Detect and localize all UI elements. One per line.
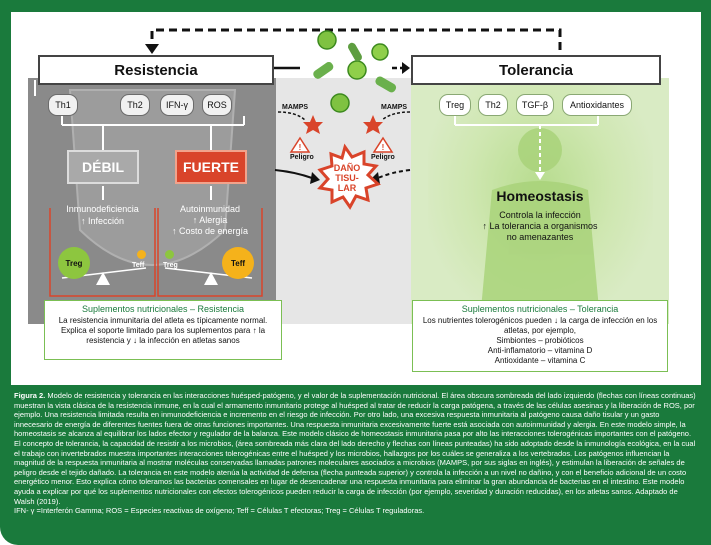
scale-fulcrum-left	[96, 272, 110, 285]
suplementos-tolerancia-line4: Anti-inflamatorio – vitamina D	[487, 346, 593, 355]
mamps-label-left: MAMPS	[282, 104, 309, 111]
warning-icon-right	[372, 136, 394, 153]
caption-label: Figura 2.	[14, 391, 46, 400]
treg-circle-large: Treg	[58, 247, 90, 279]
homeostasis-line1: Controla la infección	[499, 210, 581, 220]
pathogen-icon	[330, 93, 350, 113]
scale-fulcrum-right	[204, 272, 218, 285]
chip-treg: Treg	[439, 94, 471, 116]
tolerancia-title: Tolerancia	[499, 61, 573, 79]
mamps-label-right: MAMPS	[381, 104, 408, 111]
peligro-label-right: Peligro	[371, 154, 395, 161]
chip-antioxidantes: Antioxidantes	[562, 94, 632, 116]
debil-badge: DÉBIL	[67, 150, 139, 184]
suplementos-tolerancia-title: Suplementos nutricionales – Tolerancia	[461, 304, 619, 314]
suplementos-resistencia-title: Suplementos nutricionales – Resistencia	[81, 304, 245, 314]
chip-tgf-beta: TGF-β	[516, 94, 554, 116]
teff-circle-large: Teff	[222, 247, 254, 279]
caption-abbreviations: IFN- γ =Interferón Gamma; ROS = Especies…	[14, 506, 425, 516]
suplementos-resistencia-body: La resistencia inmunitaria del atleta es…	[58, 316, 268, 345]
chip-th1: Th1	[48, 94, 78, 116]
center-shaded-area	[276, 78, 411, 324]
chip-ros: ROS	[202, 94, 232, 116]
treg-dot-small	[165, 250, 174, 259]
chip-th2-right: Th2	[478, 94, 508, 116]
tolerancia-header: Tolerancia	[411, 55, 661, 85]
suplementos-tolerancia-box: Suplementos nutricionales – Tolerancia L…	[412, 300, 668, 372]
warning-icon-left	[289, 136, 311, 153]
dashed-arrow-head	[145, 44, 159, 54]
chip-th2: Th2	[120, 94, 150, 116]
svg-text:!: !	[382, 143, 385, 152]
homeostasis-line3: no amenazantes	[506, 232, 574, 242]
fuerte-badge: FUERTE	[175, 150, 247, 184]
tissue-damage-burst	[317, 143, 381, 210]
bacteria-icon	[375, 76, 397, 93]
tissue-damage-label: DAÑO TISU- LAR	[333, 163, 361, 193]
debil-line2: ↑ Infección	[80, 216, 125, 226]
teff-label-left: Teff	[132, 262, 145, 269]
mamps-star-right	[363, 115, 383, 134]
svg-text:!: !	[299, 143, 302, 152]
bacteria-icon	[348, 42, 362, 62]
teff-dot-small	[137, 250, 146, 259]
peligro-label-left: Peligro	[290, 154, 314, 161]
caption-text: Modelo de resistencia y tolerancia en la…	[14, 391, 696, 506]
treg-label-right: Treg	[163, 262, 178, 269]
homeostasis-title: Homeostasis	[496, 188, 584, 204]
suplementos-tolerancia-line2: atletas, por ejemplo,	[503, 326, 577, 335]
pathogen-icons	[313, 30, 397, 113]
resistencia-header: Resistencia	[38, 55, 274, 85]
chip-ifn-gamma: IFN-γ	[160, 94, 194, 116]
pathogen-icon	[371, 43, 389, 61]
suplementos-tolerancia-line5: Antioxidante – vitamina C	[494, 356, 586, 365]
suplementos-tolerancia-line3: Simbiontes – probióticos	[496, 336, 584, 345]
bacteria-icon	[313, 61, 334, 79]
figure-caption: Figura 2. Modelo de resistencia y tolera…	[14, 391, 698, 516]
suplementos-tolerancia-line1: Los nutrientes tolerogénicos pueden ↓ la…	[422, 316, 658, 325]
fuerte-line1: Autoinmunidad	[179, 204, 241, 214]
pathogen-icon	[347, 60, 367, 80]
homeostasis-line2: ↑ La tolerancia a organismos	[482, 221, 598, 231]
suplementos-resistencia-box: Suplementos nutricionales – Resistencia …	[44, 300, 282, 360]
fuerte-line3: ↑ Costo de energía	[171, 226, 249, 236]
tolerance-dashed-arrow	[150, 28, 562, 50]
debil-line1: Inmunodeficiencia	[66, 204, 139, 214]
pathogen-icon	[317, 30, 337, 50]
resistencia-title: Resistencia	[114, 61, 198, 79]
fuerte-line2: ↑ Alergia	[192, 215, 228, 225]
mamps-star-left	[303, 115, 323, 134]
